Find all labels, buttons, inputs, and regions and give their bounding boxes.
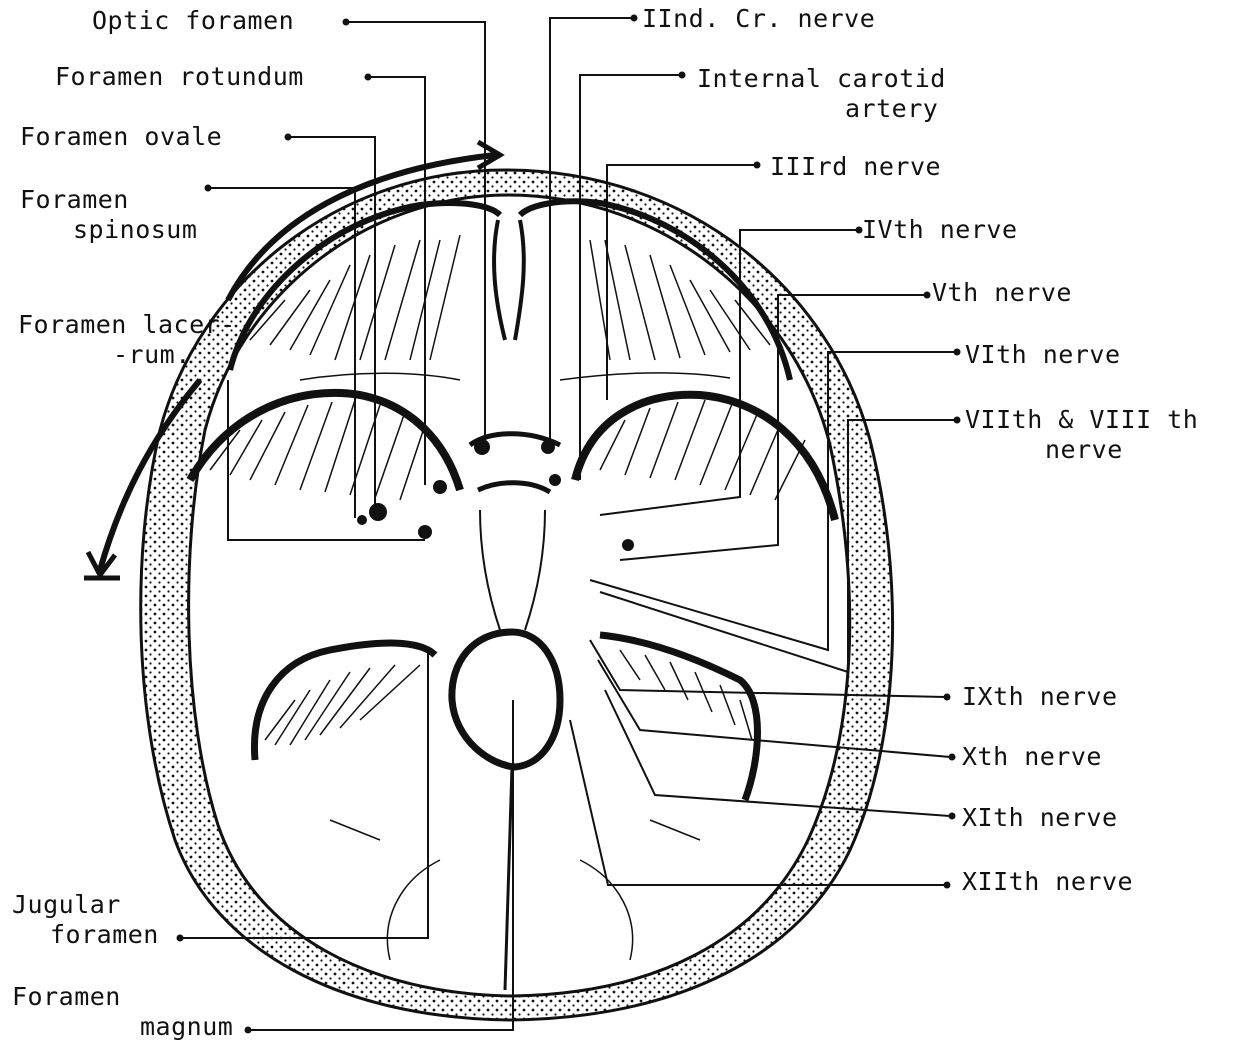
dot-sixth-nerve — [954, 349, 961, 356]
dot-twelfth-nerve — [944, 882, 951, 889]
label-foramen-ovale: Foramen ovale — [20, 122, 222, 152]
label-seventh-eighth-line2: nerve — [1045, 435, 1123, 465]
label-seventh-eighth-line1: VIIth & VIII th — [965, 405, 1198, 435]
crista-galli — [494, 220, 524, 340]
right-middle-fossa-hatching — [600, 400, 805, 500]
left-foramen-ovale — [369, 503, 387, 521]
dot-foramen-ovale — [285, 134, 292, 141]
dot-ninth-nerve — [944, 694, 951, 701]
label-foramen-magnum-line1: Foramen — [12, 982, 121, 1012]
right-foramen-ovale — [549, 474, 561, 486]
clivus — [480, 510, 545, 630]
label-foramen-spinosum-line2: spinosum — [73, 215, 197, 245]
label-internal-carotid-line2: artery — [845, 94, 938, 124]
dot-seventh-eighth-nerve — [954, 417, 961, 424]
left-optic-foramen — [474, 439, 490, 455]
left-middle-fossa-hatching — [210, 400, 425, 500]
leader-sixth-nerve — [590, 352, 955, 650]
foramen-magnum — [452, 632, 560, 767]
internal-occipital-crest — [505, 767, 512, 990]
label-ninth-nerve: IXth nerve — [962, 682, 1118, 712]
label-foramen-rotundum: Foramen rotundum — [55, 62, 304, 92]
foramina — [357, 439, 634, 551]
right-optic-foramen — [541, 440, 555, 454]
leader-lines-right — [550, 18, 955, 885]
dot-second-nerve — [631, 15, 638, 22]
leader-internal-carotid — [580, 75, 680, 480]
label-foramen-lacerum-line2: -rum. — [113, 340, 191, 370]
label-fourth-nerve: IVth nerve — [862, 215, 1018, 245]
dot-optic-foramen — [343, 19, 350, 26]
left-foramen-spinosum — [357, 515, 367, 525]
skull-outline — [141, 170, 893, 1020]
label-sixth-nerve: VIth nerve — [965, 340, 1121, 370]
left-foramen-rotundum — [433, 480, 447, 494]
label-foramen-lacerum-line1: Foramen lacer- — [18, 310, 236, 340]
left-foramen-lacerum — [418, 525, 432, 539]
label-optic-foramen: Optic foramen — [92, 6, 294, 36]
posterior-cranial-fossa — [254, 510, 757, 990]
label-eleventh-nerve: XIth nerve — [962, 803, 1118, 833]
label-fifth-nerve: Vth nerve — [932, 278, 1072, 308]
label-foramen-spinosum-line1: Foramen — [20, 185, 129, 215]
label-internal-carotid-line1: Internal carotid — [697, 64, 946, 94]
label-second-cranial-nerve: IInd. Cr. nerve — [642, 4, 875, 34]
dot-foramen-spinosum — [205, 185, 212, 192]
right-nerve-opening — [622, 539, 634, 551]
leader-tenth-nerve — [598, 660, 950, 757]
left-petrous-hatching — [265, 665, 420, 745]
leader-foramen-ovale — [288, 137, 375, 510]
leader-optic-foramen — [348, 22, 485, 445]
label-tenth-nerve: Xth nerve — [962, 742, 1102, 772]
anterior-fossa-border — [300, 373, 730, 380]
right-petrous-hatching — [620, 650, 752, 740]
middle-cranial-fossa — [190, 393, 835, 520]
label-twelfth-nerve: XIIth nerve — [962, 867, 1133, 897]
label-foramen-magnum-line2: magnum — [140, 1012, 233, 1042]
dot-tenth-nerve — [949, 754, 956, 761]
label-jugular-foramen-line2: foramen — [50, 920, 159, 950]
dot-eleventh-nerve — [949, 813, 956, 820]
dot-foramen-rotundum — [365, 74, 372, 81]
dot-fifth-nerve — [924, 292, 931, 299]
label-jugular-foramen-line1: Jugular — [12, 890, 121, 920]
label-third-nerve: IIIrd nerve — [770, 152, 941, 182]
leader-second-nerve — [550, 18, 632, 450]
dot-jugular-foramen — [177, 935, 184, 942]
dot-internal-carotid — [679, 72, 686, 79]
dot-foramen-magnum — [245, 1027, 252, 1034]
right-petrous-ridge — [600, 635, 758, 800]
dot-third-nerve — [754, 162, 761, 169]
